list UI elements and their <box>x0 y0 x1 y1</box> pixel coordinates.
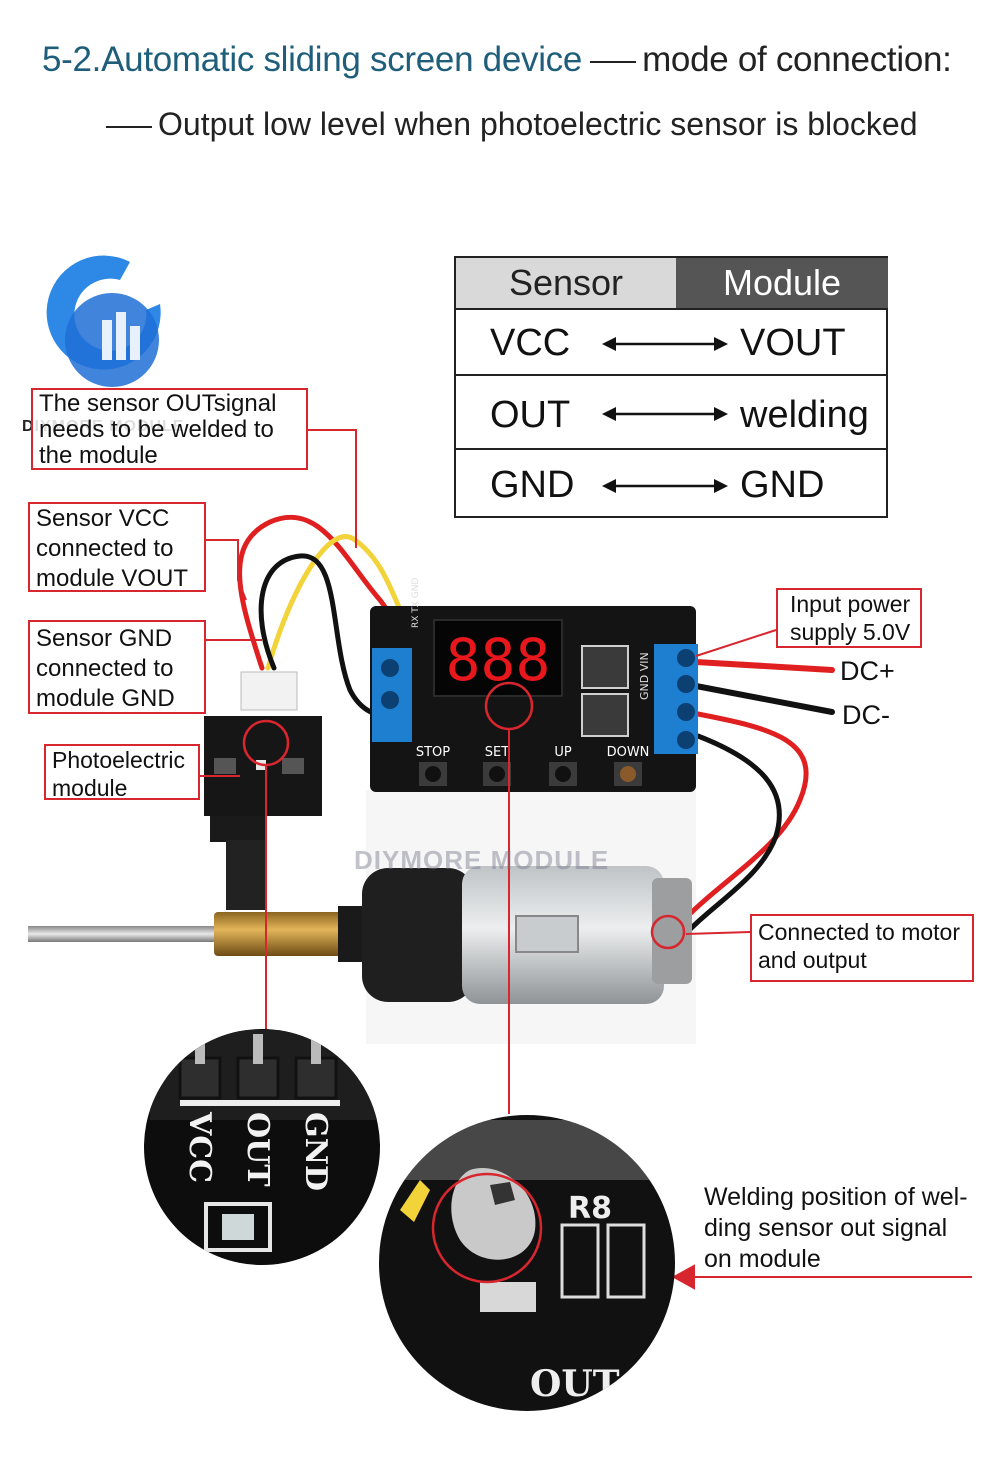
page-subtitle: Output low level when photoelectric sens… <box>106 106 918 143</box>
pin-vcc: VCC <box>182 1111 217 1183</box>
table-header-sensor: Sensor <box>456 258 676 308</box>
welding-note-line3: on module <box>704 1245 821 1273</box>
zoom-sensor-pins: VCC OUT GND <box>144 1029 380 1265</box>
label-dc-minus: DC- <box>842 700 890 730</box>
table-header-module: Module <box>676 258 888 308</box>
callout-gnd-line2: connected to <box>36 655 174 682</box>
row-gnd-sensor: GND <box>490 464 575 506</box>
zoom-welding-spot: R8 OUT <box>379 1115 675 1411</box>
subtitle-text: Output low level when photoelectric sens… <box>158 106 918 142</box>
callout-power-line1: Input power <box>790 591 911 617</box>
title-part1: 5-2.Automatic sliding screen device <box>42 40 583 79</box>
table-row-out: OUT welding <box>456 374 886 450</box>
callout-photo-line1: Photoelectric <box>52 747 185 773</box>
page-title: 5-2.Automatic sliding screen device mode … <box>42 40 952 80</box>
connection-table: Sensor Module VCC VOUT OUT welding GND G… <box>454 256 888 518</box>
callout-out-line3: the module <box>39 442 158 469</box>
pin-gnd: GND <box>298 1112 333 1191</box>
silk-left: RX TX GND <box>411 577 421 628</box>
motor-assembly <box>28 866 692 1004</box>
callout-vcc-line1: Sensor VCC <box>36 505 170 532</box>
controller-board: 888 RX TX GND GND VIN STOP SET UP DOWN <box>370 577 698 792</box>
callout-out-line2: needs to be welded to <box>39 416 274 443</box>
callout-vcc-line3: module VOUT <box>36 565 189 592</box>
watermark-center: DIYMORE MODULE <box>354 845 610 875</box>
callout-motor: Connected to motor and output <box>750 914 974 982</box>
power-wires <box>673 659 835 943</box>
callout-out-signal: The sensor OUTsignal needs to be welded … <box>31 388 308 470</box>
label-dc-plus: DC+ <box>840 656 895 686</box>
silk-right: GND VIN <box>638 652 651 700</box>
diymore-logo-icon <box>46 255 161 387</box>
double-arrow-icon <box>602 479 728 493</box>
row-out-module: welding <box>740 394 869 436</box>
row-out-sensor: OUT <box>490 394 571 436</box>
btn-label-up: UP <box>554 745 572 760</box>
row-vcc-sensor: VCC <box>490 322 571 364</box>
leader-lines <box>200 429 972 1290</box>
row-gnd-module: GND <box>740 464 825 506</box>
btn-label-down: DOWN <box>607 745 650 760</box>
welding-note: Welding position of wel- ding sensor out… <box>704 1182 968 1275</box>
callout-motor-line1: Connected to motor <box>758 919 961 945</box>
callout-sensor-gnd: Sensor GND connected to module GND <box>28 620 206 714</box>
mark-out: OUT <box>530 1363 620 1405</box>
subtitle-dash <box>106 125 152 128</box>
callout-motor-line2: and output <box>758 947 867 973</box>
btn-label-stop: STOP <box>416 745 450 760</box>
table-row-gnd: GND GND <box>456 448 886 518</box>
title-part2: mode of connection: <box>642 40 952 79</box>
row-vcc-module: VOUT <box>740 322 846 364</box>
callout-power-line2: supply 5.0V <box>790 619 911 645</box>
callout-sensor-vcc: Sensor VCC connected to module VOUT <box>28 502 206 592</box>
double-arrow-icon <box>602 337 728 351</box>
callout-out-line1: The sensor OUTsignal <box>39 390 277 417</box>
board-display: 888 <box>446 626 551 694</box>
callout-photoelectric: Photoelectric module <box>44 744 200 801</box>
callout-vcc-line2: connected to <box>36 535 174 562</box>
table-row-vcc: VCC VOUT <box>456 308 886 376</box>
welding-note-line1: Welding position of wel- <box>704 1183 968 1211</box>
btn-label-set: SET <box>485 745 509 760</box>
mark-r8: R8 <box>568 1191 612 1226</box>
callout-photo-line2: module <box>52 775 128 801</box>
pin-out: OUT <box>240 1112 275 1187</box>
photoelectric-module <box>204 671 322 910</box>
callout-input-power: Input power supply 5.0V <box>776 588 922 648</box>
callout-gnd-line3: module GND <box>36 685 175 712</box>
callout-gnd-line1: Sensor GND <box>36 625 173 652</box>
title-dash <box>590 60 637 63</box>
double-arrow-icon <box>602 407 728 421</box>
welding-note-line2: ding sensor out signal <box>704 1214 948 1242</box>
